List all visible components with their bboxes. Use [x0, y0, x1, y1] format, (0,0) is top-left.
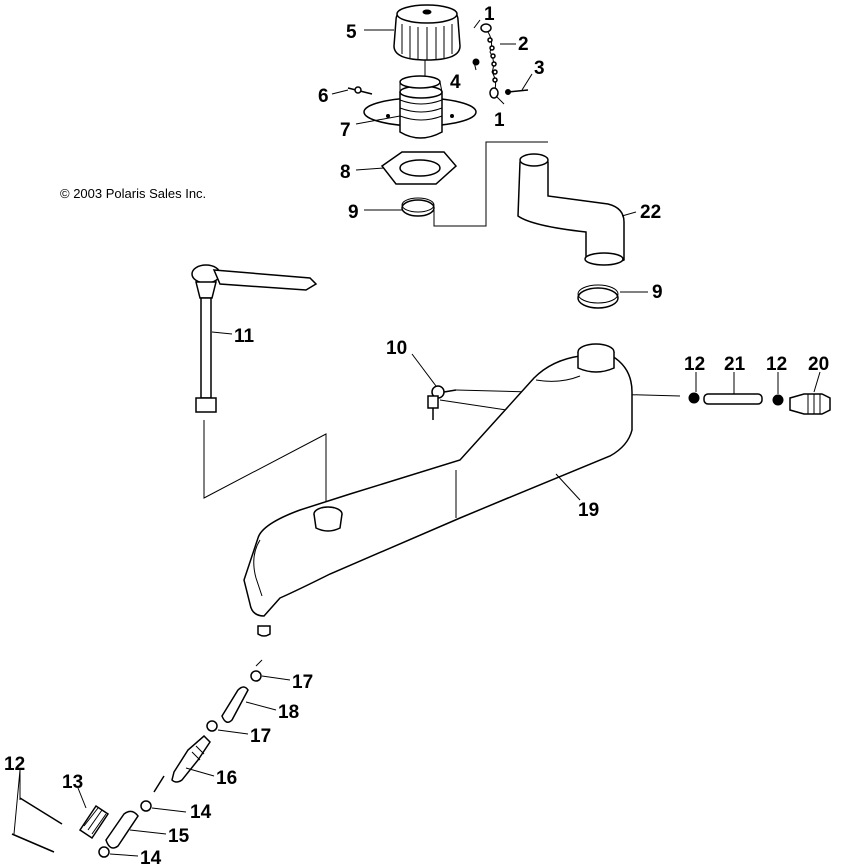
callout-8: 8	[340, 162, 351, 183]
callout-labels: 5 1 2 3 4 1 6 7 8 9 22 9 11 10 12 21 12 …	[4, 4, 829, 867]
callout-21: 21	[724, 354, 746, 375]
gasket	[380, 151, 458, 185]
leader-lines	[13, 19, 821, 857]
fuel-line-parts	[11, 659, 263, 858]
vent-fitting	[427, 385, 457, 420]
callout-17: 17	[250, 726, 271, 747]
fuel-tank	[243, 343, 633, 637]
callout-12: 12	[684, 354, 705, 375]
callout-6: 6	[318, 86, 329, 107]
callout-9: 9	[348, 202, 359, 223]
callout-11: 11	[234, 326, 255, 347]
callout-16: 16	[216, 768, 237, 789]
screw-icon	[507, 89, 529, 93]
callout-1: 1	[494, 110, 505, 131]
callout-12: 12	[766, 354, 787, 375]
vent-assembly	[688, 392, 831, 415]
callout-20: 20	[808, 354, 829, 375]
callout-17: 17	[292, 672, 313, 693]
sender-route-line	[203, 420, 327, 508]
callout-14: 14	[140, 848, 162, 867]
copyright-text: © 2003 Polaris Sales Inc.	[60, 186, 206, 201]
callout-12: 12	[4, 754, 25, 775]
callout-14: 14	[190, 802, 212, 823]
callout-5: 5	[346, 22, 357, 43]
callout-1: 1	[484, 4, 495, 25]
callout-9: 9	[652, 282, 663, 303]
callout-18: 18	[278, 702, 299, 723]
callout-22: 22	[640, 202, 661, 223]
clamp-right	[577, 284, 619, 309]
hose-route-line	[433, 141, 548, 227]
callout-19: 19	[578, 500, 599, 521]
rivet-icon	[472, 58, 480, 66]
callout-10: 10	[386, 338, 407, 359]
callout-4: 4	[450, 72, 461, 93]
fuel-cap	[393, 4, 461, 61]
callout-2: 2	[518, 34, 529, 55]
callout-3: 3	[534, 58, 545, 79]
fuel-gauge-sender	[191, 264, 318, 413]
filler-neck	[363, 75, 477, 139]
callout-13: 13	[62, 772, 83, 793]
clamp-upper	[401, 197, 435, 217]
screw-6-shape	[347, 86, 373, 95]
fill-hose	[517, 153, 625, 266]
callout-15: 15	[168, 826, 190, 847]
callout-7: 7	[340, 120, 351, 141]
tether-chain	[472, 23, 529, 99]
